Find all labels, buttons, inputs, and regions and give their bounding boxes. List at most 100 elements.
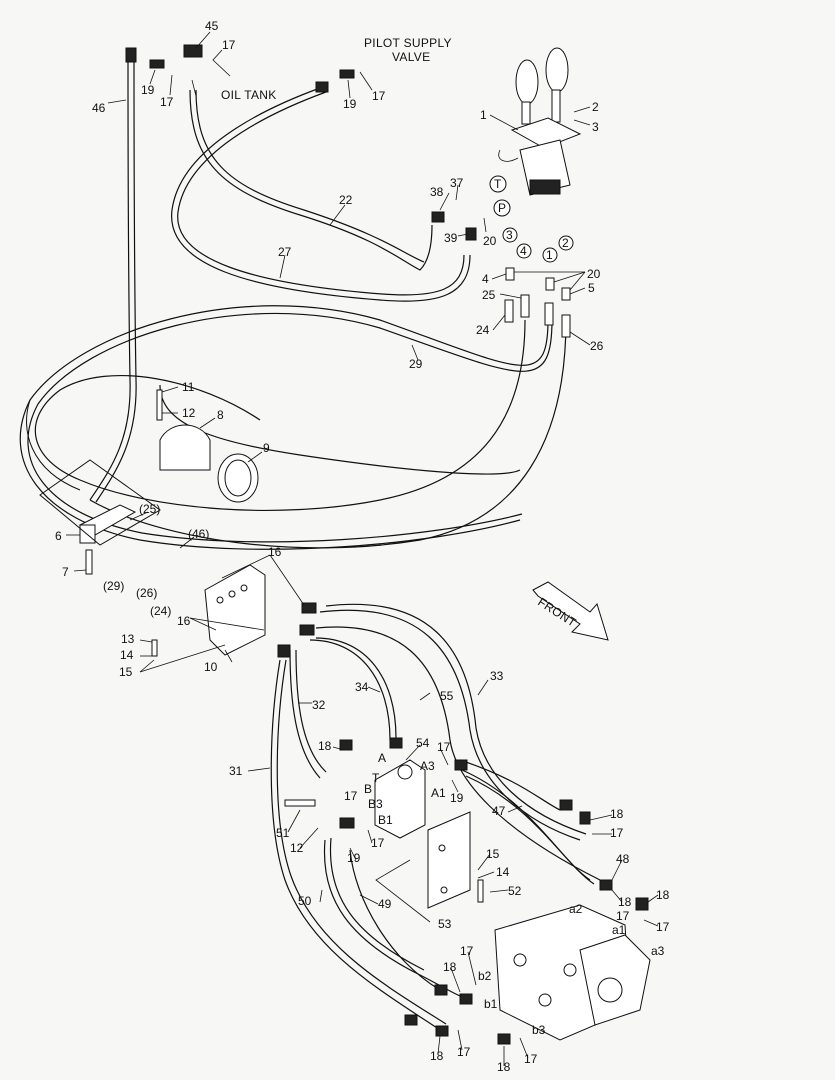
callout: 29 xyxy=(409,357,423,371)
joystick-stem-left xyxy=(521,101,531,125)
callout: 15 xyxy=(486,847,500,861)
callout: 11 xyxy=(182,380,195,394)
callout: 17 xyxy=(437,740,451,754)
callout: 18 xyxy=(618,895,632,909)
callout: 53 xyxy=(438,917,452,931)
hose-26 xyxy=(89,319,567,549)
fitting-25 xyxy=(520,294,530,318)
callout-labels: 45 17 46 19 17 19 17 1 2 3 38 37 22 39 2… xyxy=(55,19,670,1074)
hose-46-b xyxy=(95,59,137,503)
callout: 14 xyxy=(120,648,134,662)
callout: (24) xyxy=(150,604,171,618)
joystick-knob-left xyxy=(515,59,539,105)
elbow-18 xyxy=(635,897,649,911)
circle-T xyxy=(489,175,507,193)
callout: 1 xyxy=(480,108,487,122)
bracket-hole xyxy=(216,596,224,604)
callout: 22 xyxy=(339,193,353,207)
callout: 54 xyxy=(416,736,430,750)
pin-7 xyxy=(85,549,93,575)
pilot-supply-caption-1: PILOT SUPPLY xyxy=(364,36,452,50)
fitting-4 xyxy=(505,267,515,281)
port-labels: A A3 T B A1 B3 B1 a2 a1 a3 b2 b1 b3 xyxy=(364,751,665,1037)
bolt-51 xyxy=(284,799,316,807)
callout: 39 xyxy=(444,231,458,245)
callout: 26 xyxy=(590,339,604,353)
plate-53 xyxy=(427,811,471,909)
hose-48-b xyxy=(465,775,595,885)
fitting-18 xyxy=(339,739,353,751)
port-label: b3 xyxy=(532,1023,546,1037)
callout: 50 xyxy=(298,894,312,908)
hose-34-b xyxy=(315,637,397,739)
hose-24 xyxy=(34,319,526,511)
callout: 34 xyxy=(355,680,369,694)
callout: (46) xyxy=(188,527,209,541)
fitting xyxy=(559,799,573,811)
callout: 18 xyxy=(443,960,457,974)
callout: (25) xyxy=(139,502,160,516)
hose-50 xyxy=(323,839,471,1001)
callout: 24 xyxy=(476,323,490,337)
elbow-18 xyxy=(579,811,591,825)
callout: 20 xyxy=(587,267,601,281)
port-label: B xyxy=(364,782,372,796)
bolt-11 xyxy=(156,389,163,421)
fitting xyxy=(299,624,315,636)
callout: 12 xyxy=(182,406,196,420)
callout: 8 xyxy=(217,408,224,422)
solenoid-valve-54 xyxy=(284,759,426,839)
joystick-stem-right xyxy=(551,89,561,123)
fitting-46 xyxy=(125,47,137,63)
port-label: A3 xyxy=(420,759,435,773)
callout: 10 xyxy=(204,660,218,674)
control-valve-port xyxy=(563,963,577,977)
callout: 52 xyxy=(508,884,522,898)
callout: 17 xyxy=(610,826,624,840)
port-label: B1 xyxy=(378,813,393,827)
bracket-block-6 xyxy=(39,459,161,575)
fitting xyxy=(277,644,291,658)
hose-47 xyxy=(459,759,561,811)
callout: (26) xyxy=(136,586,157,600)
valve-54-body xyxy=(374,759,426,839)
hose-33 xyxy=(319,609,581,841)
hose-22-b xyxy=(195,89,425,263)
mounting-plate-53 xyxy=(427,811,484,909)
hose-31 xyxy=(270,659,441,1031)
callout: 17 xyxy=(457,1045,471,1059)
hose-32-b xyxy=(295,649,327,773)
front-arrow: FRONT xyxy=(532,581,609,641)
joystick-knob-right xyxy=(545,47,569,93)
fitting xyxy=(599,879,613,891)
callout: 17 xyxy=(616,909,630,923)
callout: 17 xyxy=(160,95,174,109)
callout: 49 xyxy=(378,897,392,911)
callout: 2 xyxy=(592,100,599,114)
hose-33-b xyxy=(325,603,587,835)
callout: 19 xyxy=(450,791,464,805)
port-label: A1 xyxy=(431,786,446,800)
callout: 27 xyxy=(278,245,292,259)
callout: 7 xyxy=(62,565,69,579)
fitting xyxy=(454,759,468,771)
hose-27-b xyxy=(177,91,465,296)
callout: 15 xyxy=(119,665,133,679)
fitting-38 xyxy=(431,211,445,223)
circled-4: 4 xyxy=(520,244,527,258)
bracket-hole xyxy=(228,590,236,598)
callout: 18 xyxy=(497,1060,511,1074)
callout: 17 xyxy=(344,789,358,803)
callout: 55 xyxy=(440,689,454,703)
callout: 20 xyxy=(483,234,497,248)
port-label: a3 xyxy=(651,944,665,958)
callout: 19 xyxy=(343,97,357,111)
port-label: T xyxy=(372,771,380,785)
callout: 17 xyxy=(371,836,385,850)
callout: 48 xyxy=(616,852,630,866)
callout: 19 xyxy=(347,851,361,865)
callout: 17 xyxy=(372,89,386,103)
hose-loop-left xyxy=(26,399,81,491)
front-arrow-shape xyxy=(532,581,609,641)
